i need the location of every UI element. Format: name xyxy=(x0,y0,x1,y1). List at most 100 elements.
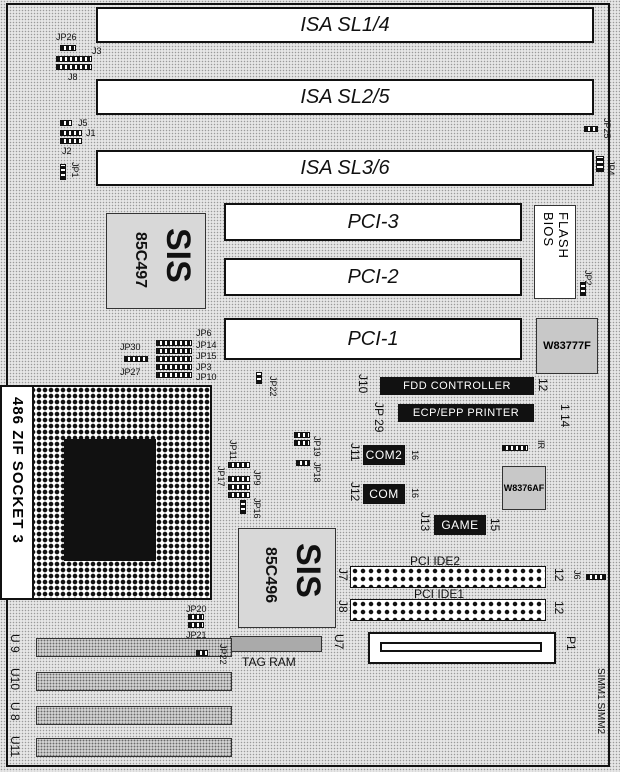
jp15-jumper xyxy=(156,356,192,362)
jp1-jumper xyxy=(60,164,66,180)
ecp-printer-header: ECP/EPP PRINTER xyxy=(398,404,534,422)
j10-label: J10 xyxy=(356,374,370,394)
p1-inner xyxy=(380,642,542,652)
jp10-label: JP10 xyxy=(196,372,217,382)
jp1-label: JP1 xyxy=(70,162,80,178)
pci-slot-1: PCI-1 xyxy=(224,318,522,360)
pin-16-com2: 16 xyxy=(410,450,420,461)
zif-socket xyxy=(4,385,212,600)
jp16-label: JP16 xyxy=(252,498,262,519)
pci-slot-2: PCI-2 xyxy=(224,258,522,296)
pci-ide1-connector xyxy=(350,599,546,621)
j13-label: J13 xyxy=(418,512,432,532)
jp29-label: JP 29 xyxy=(372,402,386,433)
sis-top-brand: SIS xyxy=(159,228,197,283)
ir-header xyxy=(502,445,528,451)
ecp-printer-label: ECP/EPP PRINTER xyxy=(412,407,520,419)
jp22b-jumper xyxy=(196,650,208,656)
pci-slot-3: PCI-3 xyxy=(224,203,522,241)
jp21-label: JP21 xyxy=(186,630,207,640)
socket-label-strip: 486 ZIF SOCKET 3 xyxy=(0,385,34,600)
sis-85c497-chip: SIS 85C497 xyxy=(106,213,206,309)
pci-slot-2-label: PCI-2 xyxy=(347,265,399,288)
isa-slot-2: ISA SL2/5 xyxy=(96,79,594,115)
jp4-label: JP4 xyxy=(606,160,616,176)
jp2-jumper xyxy=(580,282,586,296)
j8-top-label: J8 xyxy=(68,72,78,82)
pci-ide1-label: PCI IDE1 xyxy=(414,587,465,601)
pci-slot-1-label: PCI-1 xyxy=(347,327,399,350)
tag-ram-label: TAG RAM xyxy=(242,655,296,669)
isa-slot-3-label: ISA SL3/6 xyxy=(300,156,390,179)
jp22-label: JP22 xyxy=(268,376,278,397)
u7-label: U7 xyxy=(332,634,346,650)
j7-label: J7 xyxy=(336,568,350,581)
j5-label: J5 xyxy=(78,118,88,128)
jp9-label: JP9 xyxy=(252,470,262,486)
simm-u8 xyxy=(36,706,232,725)
flash-bios-chip: FLASH BIOS xyxy=(534,205,576,299)
pin-114-ecp: 1 14 xyxy=(558,404,572,428)
pin-12-ide1: 12 xyxy=(552,601,566,615)
isa-slot-1-label: ISA SL1/4 xyxy=(300,13,390,36)
jp20-label: JP20 xyxy=(186,604,207,614)
jp14-label: JP14 xyxy=(196,340,217,350)
j8-label: J8 xyxy=(336,600,350,613)
jp17-label: JP17 xyxy=(216,466,226,487)
jp17-jumper-b xyxy=(228,484,250,490)
jp11-jumper xyxy=(228,462,250,468)
ir-label: IR xyxy=(536,440,546,449)
jp16-jumper xyxy=(240,500,246,514)
jp19-label: JP19 xyxy=(312,436,322,457)
sis-bottom-model: 85C496 xyxy=(262,547,279,604)
j3-label: J3 xyxy=(92,46,102,56)
flash-bios-label: FLASH BIOS xyxy=(541,212,571,259)
j6-label: J6 xyxy=(572,570,582,580)
simm-side-label: SIMM1 SIMM2 xyxy=(595,668,606,735)
jp4-jumper xyxy=(596,156,604,172)
fdd-controller-header: FDD CONTROLLER xyxy=(380,377,534,395)
pci-ide2-label: PCI IDE2 xyxy=(410,554,461,568)
j1-label: J1 xyxy=(86,128,96,138)
jp26-label: JP26 xyxy=(56,32,77,42)
jp30-label: JP30 xyxy=(120,342,141,352)
jp17-jumper-a xyxy=(228,476,250,482)
pin-15-game: 15 xyxy=(488,518,502,532)
simm-label-u9: U 9 xyxy=(8,634,22,653)
p1-power-connector xyxy=(368,632,556,664)
jp19-jumper-a xyxy=(294,432,310,438)
jp3-jumper xyxy=(156,364,192,370)
w83777f-chip: W83777F xyxy=(536,318,598,374)
game-header: GAME xyxy=(434,515,486,535)
jp18-jumper xyxy=(296,460,310,466)
jp22b-label: JP22 xyxy=(218,644,228,665)
jp10-jumper xyxy=(156,372,192,378)
j6-jumper xyxy=(586,574,606,580)
jp30-jumper xyxy=(124,356,148,362)
jp21-jumper xyxy=(188,622,204,628)
socket-center xyxy=(64,439,156,561)
socket-label: 486 ZIF SOCKET 3 xyxy=(9,397,26,544)
sis-top-model: 85C497 xyxy=(132,232,149,289)
com2-label: COM2 xyxy=(365,448,403,462)
jp20-jumper xyxy=(188,614,204,620)
isa-slot-1: ISA SL1/4 xyxy=(96,7,594,43)
fdd-controller-label: FDD CONTROLLER xyxy=(403,380,511,392)
w83777f-label: W83777F xyxy=(543,340,591,352)
j11-label: J11 xyxy=(348,443,362,462)
jp25-jumper xyxy=(584,126,598,132)
jp3-label: JP3 xyxy=(196,362,212,372)
sis-bottom-brand: SIS xyxy=(289,543,327,598)
j3-jumper xyxy=(56,56,92,62)
jp14-jumper xyxy=(156,348,192,354)
jp18-label: JP18 xyxy=(312,462,322,483)
isa-slot-2-label: ISA SL2/5 xyxy=(300,85,390,108)
com2-header: COM2 xyxy=(363,445,405,465)
jp15-label: JP15 xyxy=(196,351,217,361)
jp11-label: JP11 xyxy=(228,440,238,460)
com1-label: COM xyxy=(369,487,399,501)
j2-jumper xyxy=(60,138,82,144)
sis-85c496-chip: SIS 85C496 xyxy=(238,528,336,628)
jp22-jumper xyxy=(256,372,262,384)
